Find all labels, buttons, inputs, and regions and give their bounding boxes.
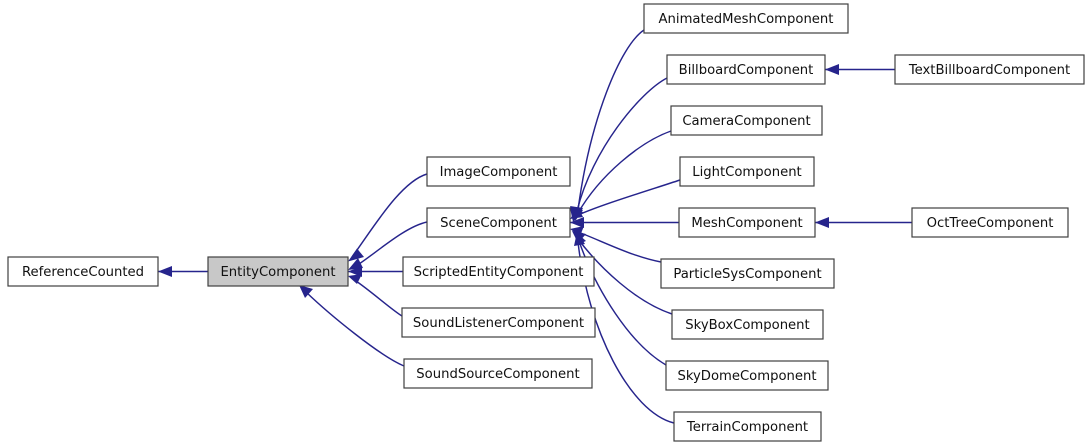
class-node-scene-component[interactable]: SceneComponent: [426, 207, 571, 238]
edge-arrowhead-icon: [348, 266, 362, 277]
class-node-text-billboard-component[interactable]: TextBillboardComponent: [894, 54, 1085, 85]
edge-arrowhead-icon: [348, 248, 364, 262]
inheritance-edge: [815, 217, 912, 228]
edge-line: [576, 77, 668, 212]
inheritance-edge: [570, 179, 681, 219]
class-node-image-component[interactable]: ImageComponent: [426, 156, 571, 187]
class-node-label: EntityComponent: [220, 265, 335, 280]
class-node-scripted-entity-component[interactable]: ScriptedEntityComponent: [402, 256, 595, 287]
edge-line: [575, 179, 681, 217]
edge-line: [577, 29, 645, 211]
class-node-box[interactable]: [666, 54, 826, 85]
class-node-box[interactable]: [401, 307, 596, 338]
class-node-box[interactable]: [894, 54, 1085, 85]
class-node-label: BillboardComponent: [679, 63, 814, 78]
class-node-label: ImageComponent: [440, 165, 558, 180]
edge-line: [355, 221, 428, 267]
edge-line: [351, 173, 428, 258]
edge-arrowhead-icon: [574, 232, 585, 246]
inheritance-edge: [348, 274, 403, 317]
class-node-box[interactable]: [679, 156, 815, 187]
nodes-layer: ReferenceCounted EntityComponent ImageComp…: [7, 3, 1085, 442]
class-node-box[interactable]: [671, 309, 824, 340]
class-node-label: SkyDomeComponent: [677, 369, 816, 384]
class-node-sky-box-component[interactable]: SkyBoxComponent: [671, 309, 824, 340]
class-node-box[interactable]: [7, 256, 159, 287]
class-node-camera-component[interactable]: CameraComponent: [670, 105, 823, 136]
class-node-label: ReferenceCounted: [22, 265, 144, 280]
class-node-box[interactable]: [207, 256, 349, 287]
class-node-label: ScriptedEntityComponent: [414, 265, 584, 280]
class-node-box[interactable]: [403, 358, 593, 389]
class-node-box[interactable]: [426, 207, 571, 238]
edge-arrowhead-icon: [825, 64, 839, 75]
class-node-box[interactable]: [643, 3, 849, 34]
class-node-label: OctTreeComponent: [927, 216, 1054, 231]
inheritance-edge: [570, 29, 645, 220]
inheritance-edge: [299, 285, 405, 367]
class-node-label: LightComponent: [692, 165, 801, 180]
edge-arrowhead-icon: [570, 217, 584, 228]
inheritance-edge: [348, 221, 428, 270]
class-node-box[interactable]: [660, 258, 835, 289]
edge-line: [355, 280, 403, 317]
inheritance-edge: [825, 64, 895, 75]
class-node-oct-tree-component[interactable]: OctTreeComponent: [911, 207, 1069, 238]
class-node-label: SceneComponent: [440, 216, 557, 231]
edge-arrowhead-icon: [158, 266, 172, 277]
class-node-label: SkyBoxComponent: [685, 318, 809, 333]
class-node-label: TerrainComponent: [686, 420, 808, 435]
class-node-sky-dome-component[interactable]: SkyDomeComponent: [665, 360, 829, 391]
edge-arrowhead-icon: [299, 285, 313, 298]
class-node-sound-listener-component[interactable]: SoundListenerComponent: [401, 307, 596, 338]
class-node-label: AnimatedMeshComponent: [659, 12, 834, 27]
inheritance-edge: [570, 217, 679, 228]
edge-arrowhead-icon: [348, 258, 363, 270]
edge-line: [577, 130, 672, 214]
edge-line: [577, 238, 673, 315]
class-node-light-component[interactable]: LightComponent: [679, 156, 815, 187]
class-node-billboard-component[interactable]: BillboardComponent: [666, 54, 826, 85]
inheritance-edge: [158, 266, 208, 277]
class-node-box[interactable]: [673, 411, 822, 442]
edge-arrowhead-icon: [348, 274, 362, 284]
class-node-label: ParticleSysComponent: [673, 267, 821, 282]
class-node-animated-mesh-component[interactable]: AnimatedMeshComponent: [643, 3, 849, 34]
class-node-mesh-component[interactable]: MeshComponent: [678, 207, 816, 238]
class-node-box[interactable]: [665, 360, 829, 391]
edges-layer: [158, 29, 912, 424]
class-node-label: MeshComponent: [691, 216, 802, 231]
class-node-box[interactable]: [670, 105, 823, 136]
class-node-box[interactable]: [402, 256, 595, 287]
class-node-label: TextBillboardComponent: [908, 63, 1070, 78]
class-node-entity-component[interactable]: EntityComponent: [207, 256, 349, 287]
inheritance-edge: [570, 130, 672, 222]
inheritance-edge: [348, 173, 428, 262]
class-node-sound-source-component[interactable]: SoundSourceComponent: [403, 358, 593, 389]
edge-arrowhead-icon: [570, 207, 583, 219]
class-node-box[interactable]: [911, 207, 1069, 238]
class-node-label: SoundSourceComponent: [416, 367, 579, 382]
edge-arrowhead-icon: [815, 217, 829, 228]
class-node-box[interactable]: [426, 156, 571, 187]
class-node-terrain-component[interactable]: TerrainComponent: [673, 411, 822, 442]
edge-line: [305, 291, 405, 367]
class-node-box[interactable]: [678, 207, 816, 238]
class-node-particle-sys-component[interactable]: ParticleSysComponent: [660, 258, 835, 289]
class-node-reference-counted[interactable]: ReferenceCounted: [7, 256, 159, 287]
class-node-label: SoundListenerComponent: [413, 316, 584, 331]
class-node-label: CameraComponent: [682, 114, 810, 129]
inheritance-edge: [348, 266, 403, 277]
